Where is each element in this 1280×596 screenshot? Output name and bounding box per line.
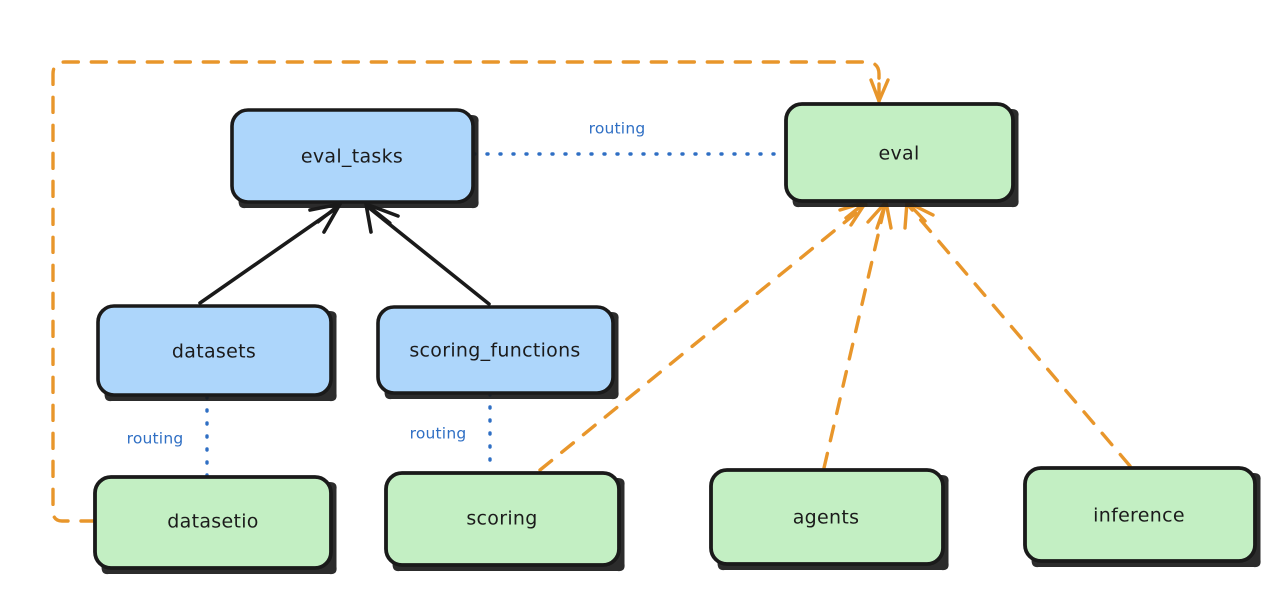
node-label-eval-tasks: eval_tasks xyxy=(301,146,403,168)
node-inference[interactable]: inference xyxy=(1023,466,1261,568)
node-scoring-functions[interactable]: scoring_functions xyxy=(376,305,619,400)
node-label-datasets: datasets xyxy=(172,341,256,363)
edge-label-routing-eval-tasks-eval: routing xyxy=(589,120,646,138)
node-eval[interactable]: eval xyxy=(784,102,1019,208)
node-datasets[interactable]: datasets xyxy=(96,304,337,402)
node-eval-tasks[interactable]: eval_tasks xyxy=(230,108,479,209)
edge-label-routing-scoring-functions-scoring: routing xyxy=(410,425,467,443)
edge-label-routing-datasets-datasetio: routing xyxy=(127,430,184,448)
node-datasetio[interactable]: datasetio xyxy=(93,475,337,575)
node-label-datasetio: datasetio xyxy=(167,511,258,533)
node-label-inference: inference xyxy=(1093,505,1185,527)
node-scoring[interactable]: scoring xyxy=(384,471,625,572)
node-label-scoring-functions: scoring_functions xyxy=(409,340,580,362)
node-label-eval: eval xyxy=(878,143,919,165)
node-label-scoring: scoring xyxy=(466,508,537,530)
node-agents[interactable]: agents xyxy=(709,468,949,571)
edge-datasetio-to-eval xyxy=(51,60,890,523)
node-label-agents: agents xyxy=(793,507,860,529)
